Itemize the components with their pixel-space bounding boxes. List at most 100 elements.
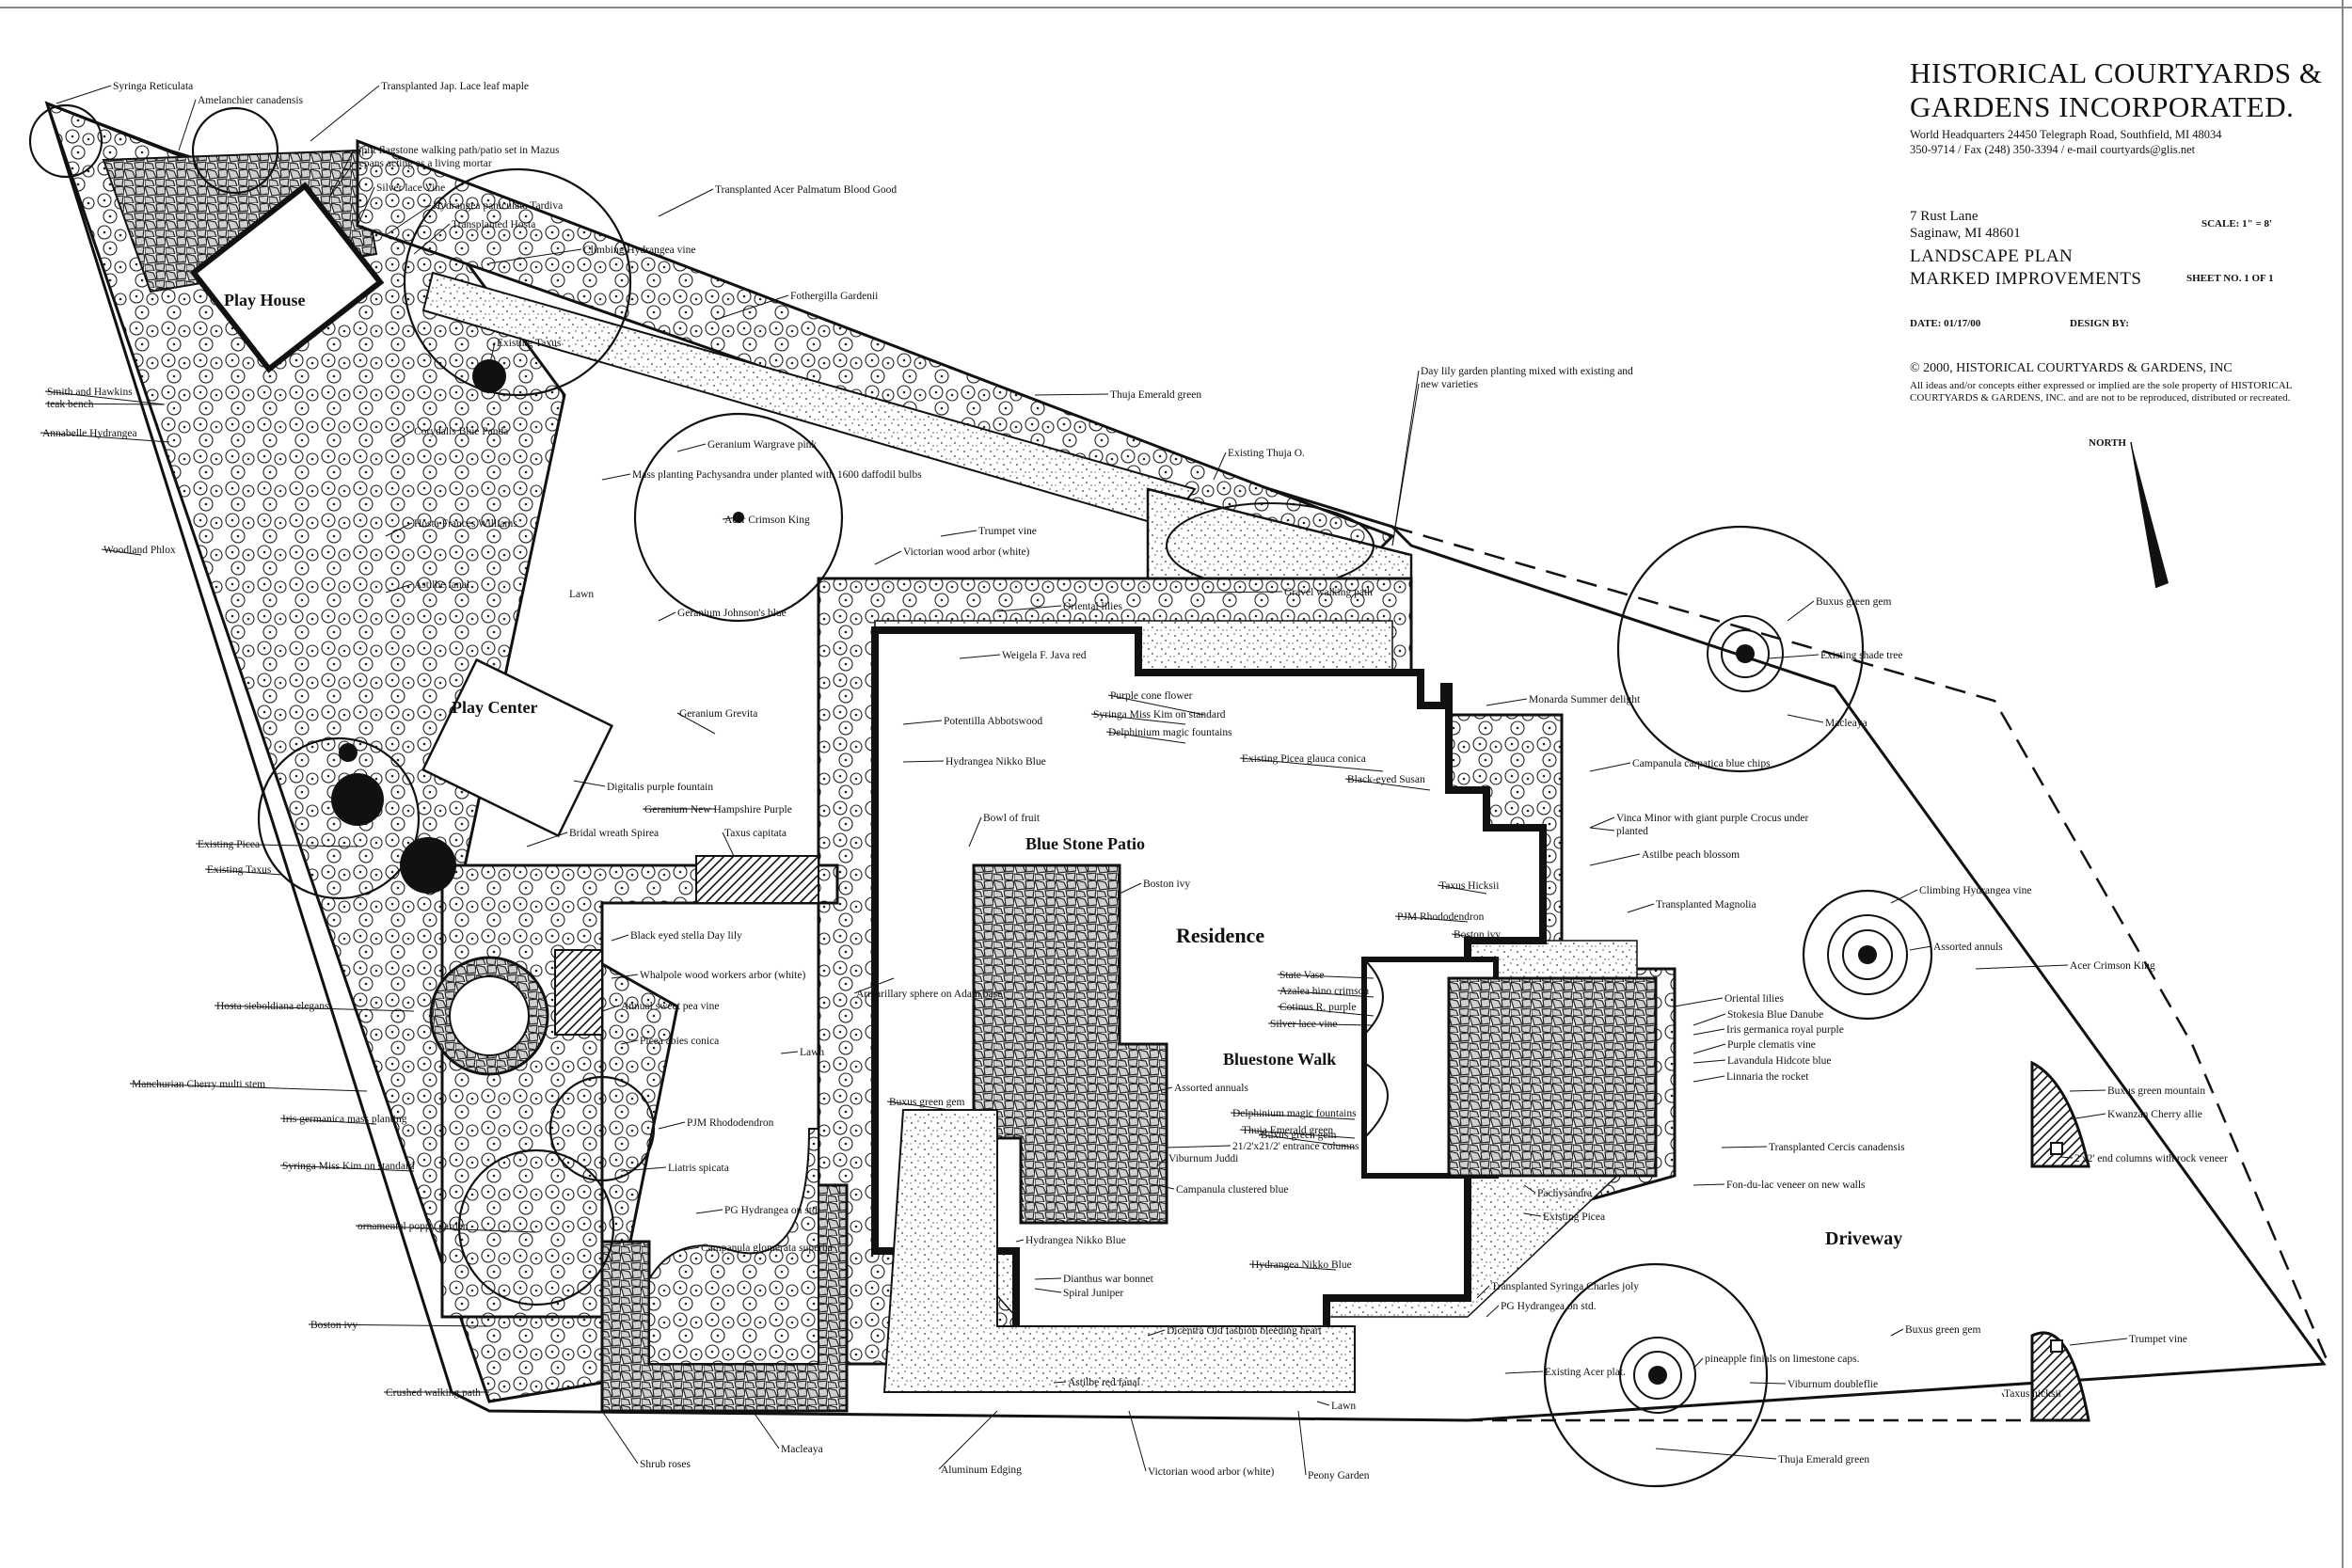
leader-line [1213, 451, 1227, 481]
plant-label: Taxus hicksii [2004, 1388, 2061, 1400]
entrance-column-south [2030, 1331, 2090, 1422]
leader-line [902, 760, 945, 763]
leader-line [780, 1051, 799, 1054]
plant-label: Black-eyed Susan [1347, 774, 1425, 785]
plant-label: Iris germanica mass planting [282, 1114, 407, 1125]
leader-line [1787, 600, 1815, 622]
leader-line [1589, 816, 1615, 829]
plant-label: Oriental lilies [1724, 993, 1784, 1005]
plant-label: planted [1616, 826, 1648, 837]
leader-line [526, 832, 568, 847]
plant-label: Picea abies conica [640, 1036, 719, 1047]
leader-line [1277, 974, 1375, 979]
plant-label: Dicentra Old fashion bleeding heart [1167, 1325, 1323, 1337]
plant-label: Hydrangea Nikko Blue [1251, 1259, 1352, 1271]
leader-line [1166, 1145, 1232, 1148]
leader-line [1156, 1157, 1168, 1167]
leader-line [357, 186, 375, 227]
plant-label: Annual sweet pea vine [621, 1001, 719, 1012]
leader-line [1589, 762, 1631, 772]
plant-label: Viburnum doubleflie [1788, 1379, 1878, 1390]
plant-label: Linnaria the rocket [1726, 1071, 1809, 1083]
title-block: HISTORICAL COURTYARDS & GARDENS INCORPOR… [1910, 56, 2324, 451]
leader-line [1768, 654, 1820, 659]
plant-label: Climbing Hydrangea vine [583, 245, 695, 256]
plant-label: Assorted annuals [1174, 1083, 1248, 1094]
plant-label: Transplanted Jap. Lace leaf maple [381, 81, 529, 92]
plant-label: Geranium Wargrave pink [707, 439, 817, 451]
leader-line [413, 223, 451, 255]
leader-line [195, 843, 358, 847]
leader-line [1258, 1133, 1356, 1148]
play-house [189, 182, 385, 373]
leader-line [1504, 1370, 1544, 1374]
plant-label: Existing Picea glauca conica [1242, 753, 1366, 765]
leader-line [601, 1410, 639, 1465]
leader-line [1692, 1013, 1726, 1026]
plant-label: ornamental poppy garden [358, 1221, 469, 1232]
plant-label: Transplanted Acer Palmatum Blood Good [715, 184, 897, 196]
plant-label: Trumpet vine [978, 526, 1037, 537]
leader-line [1692, 1357, 1704, 1370]
sheet-number: SHEET NO. 1 OF 1 [2186, 273, 2274, 284]
leader-line [959, 654, 1001, 659]
plant-label: Geranium New Hampshire Purple [644, 804, 792, 816]
leader-line [853, 977, 895, 994]
project-address-line1: 7 Rust Lane [1910, 209, 1979, 224]
leader-line [129, 1083, 368, 1092]
plant-label: 2'x2' end columns with rock veneer [2074, 1153, 2228, 1164]
plant-label: Thuja Emerald green [1778, 1454, 1869, 1465]
plant-label: Boston ivy [1454, 929, 1501, 941]
plant-label: State Vase [1279, 970, 1324, 981]
leader-line [1692, 1059, 1726, 1064]
plant-label: Hydrangea paniculata Tardiva [433, 200, 563, 212]
leader-line [886, 1101, 951, 1111]
leader-line [1523, 1212, 1542, 1217]
company-name-line2: GARDENS INCORPORATED. [1910, 90, 2295, 123]
leader-line [1721, 1146, 1768, 1148]
plant-label: Digitalis purple fountain [607, 782, 713, 793]
plant-label: Mass planting Pachysandra under planted … [632, 469, 922, 481]
leader-line [2001, 1392, 2005, 1398]
leader-line [1589, 853, 1641, 866]
plant-label: Campanula glomerata superba [701, 1243, 833, 1254]
plant-label: Thuja Emerald green [1242, 1125, 1333, 1136]
plant-label: Liatris spicata [668, 1163, 729, 1174]
leader-line [385, 522, 413, 537]
plant-label: Cotinus R. purple [1279, 1002, 1356, 1013]
plant-label: Existing shade tree [1820, 650, 1903, 661]
copyright-notice: © 2000, HISTORICAL COURTYARDS & GARDENS,… [1910, 361, 2233, 375]
leader-line [1787, 714, 1824, 723]
plant-label: Silver lace vine [1270, 1019, 1338, 1030]
leader-line [714, 294, 789, 321]
plant-label: Manchurian Cherry multi stem [132, 1079, 265, 1090]
plant-label: Potentilla Abbotswood [944, 716, 1042, 727]
leader-line [1034, 393, 1109, 396]
leader-line [101, 548, 142, 556]
leader-line [308, 1323, 490, 1327]
leader-line [601, 473, 631, 481]
leader-line [1692, 1075, 1725, 1083]
plant-label: Iris germanica royal purple [1726, 1024, 1844, 1036]
plant-label: Silver lace Vine [376, 182, 445, 194]
plant-label: Transplanted Magnolia [1656, 899, 1756, 911]
plant-label: Woodland Phlox [103, 545, 176, 556]
plant-label: Annabelle Hydrangea [42, 428, 137, 439]
plant-label: Existing Taxus [497, 338, 562, 349]
leader-line [279, 1164, 415, 1172]
leader-line [1119, 882, 1142, 895]
leader-line [676, 1246, 700, 1252]
plant-label: Kwanzan Cherry allie [2107, 1109, 2202, 1120]
leader-line [1239, 1129, 1356, 1139]
leader-line [44, 390, 166, 405]
leader-line [1391, 383, 1420, 546]
leader-line [56, 85, 112, 104]
plant-label: 21/2'x21/2' entrance columns [1232, 1141, 1359, 1152]
leader-line [394, 430, 413, 443]
leader-line [1156, 1184, 1175, 1190]
area-blue-stone-patio: Blue Stone Patio [1025, 834, 1145, 853]
leader-line [1105, 731, 1186, 744]
plant-label: repans acting as a living mortar [356, 158, 492, 169]
leader-line [1437, 884, 1487, 895]
